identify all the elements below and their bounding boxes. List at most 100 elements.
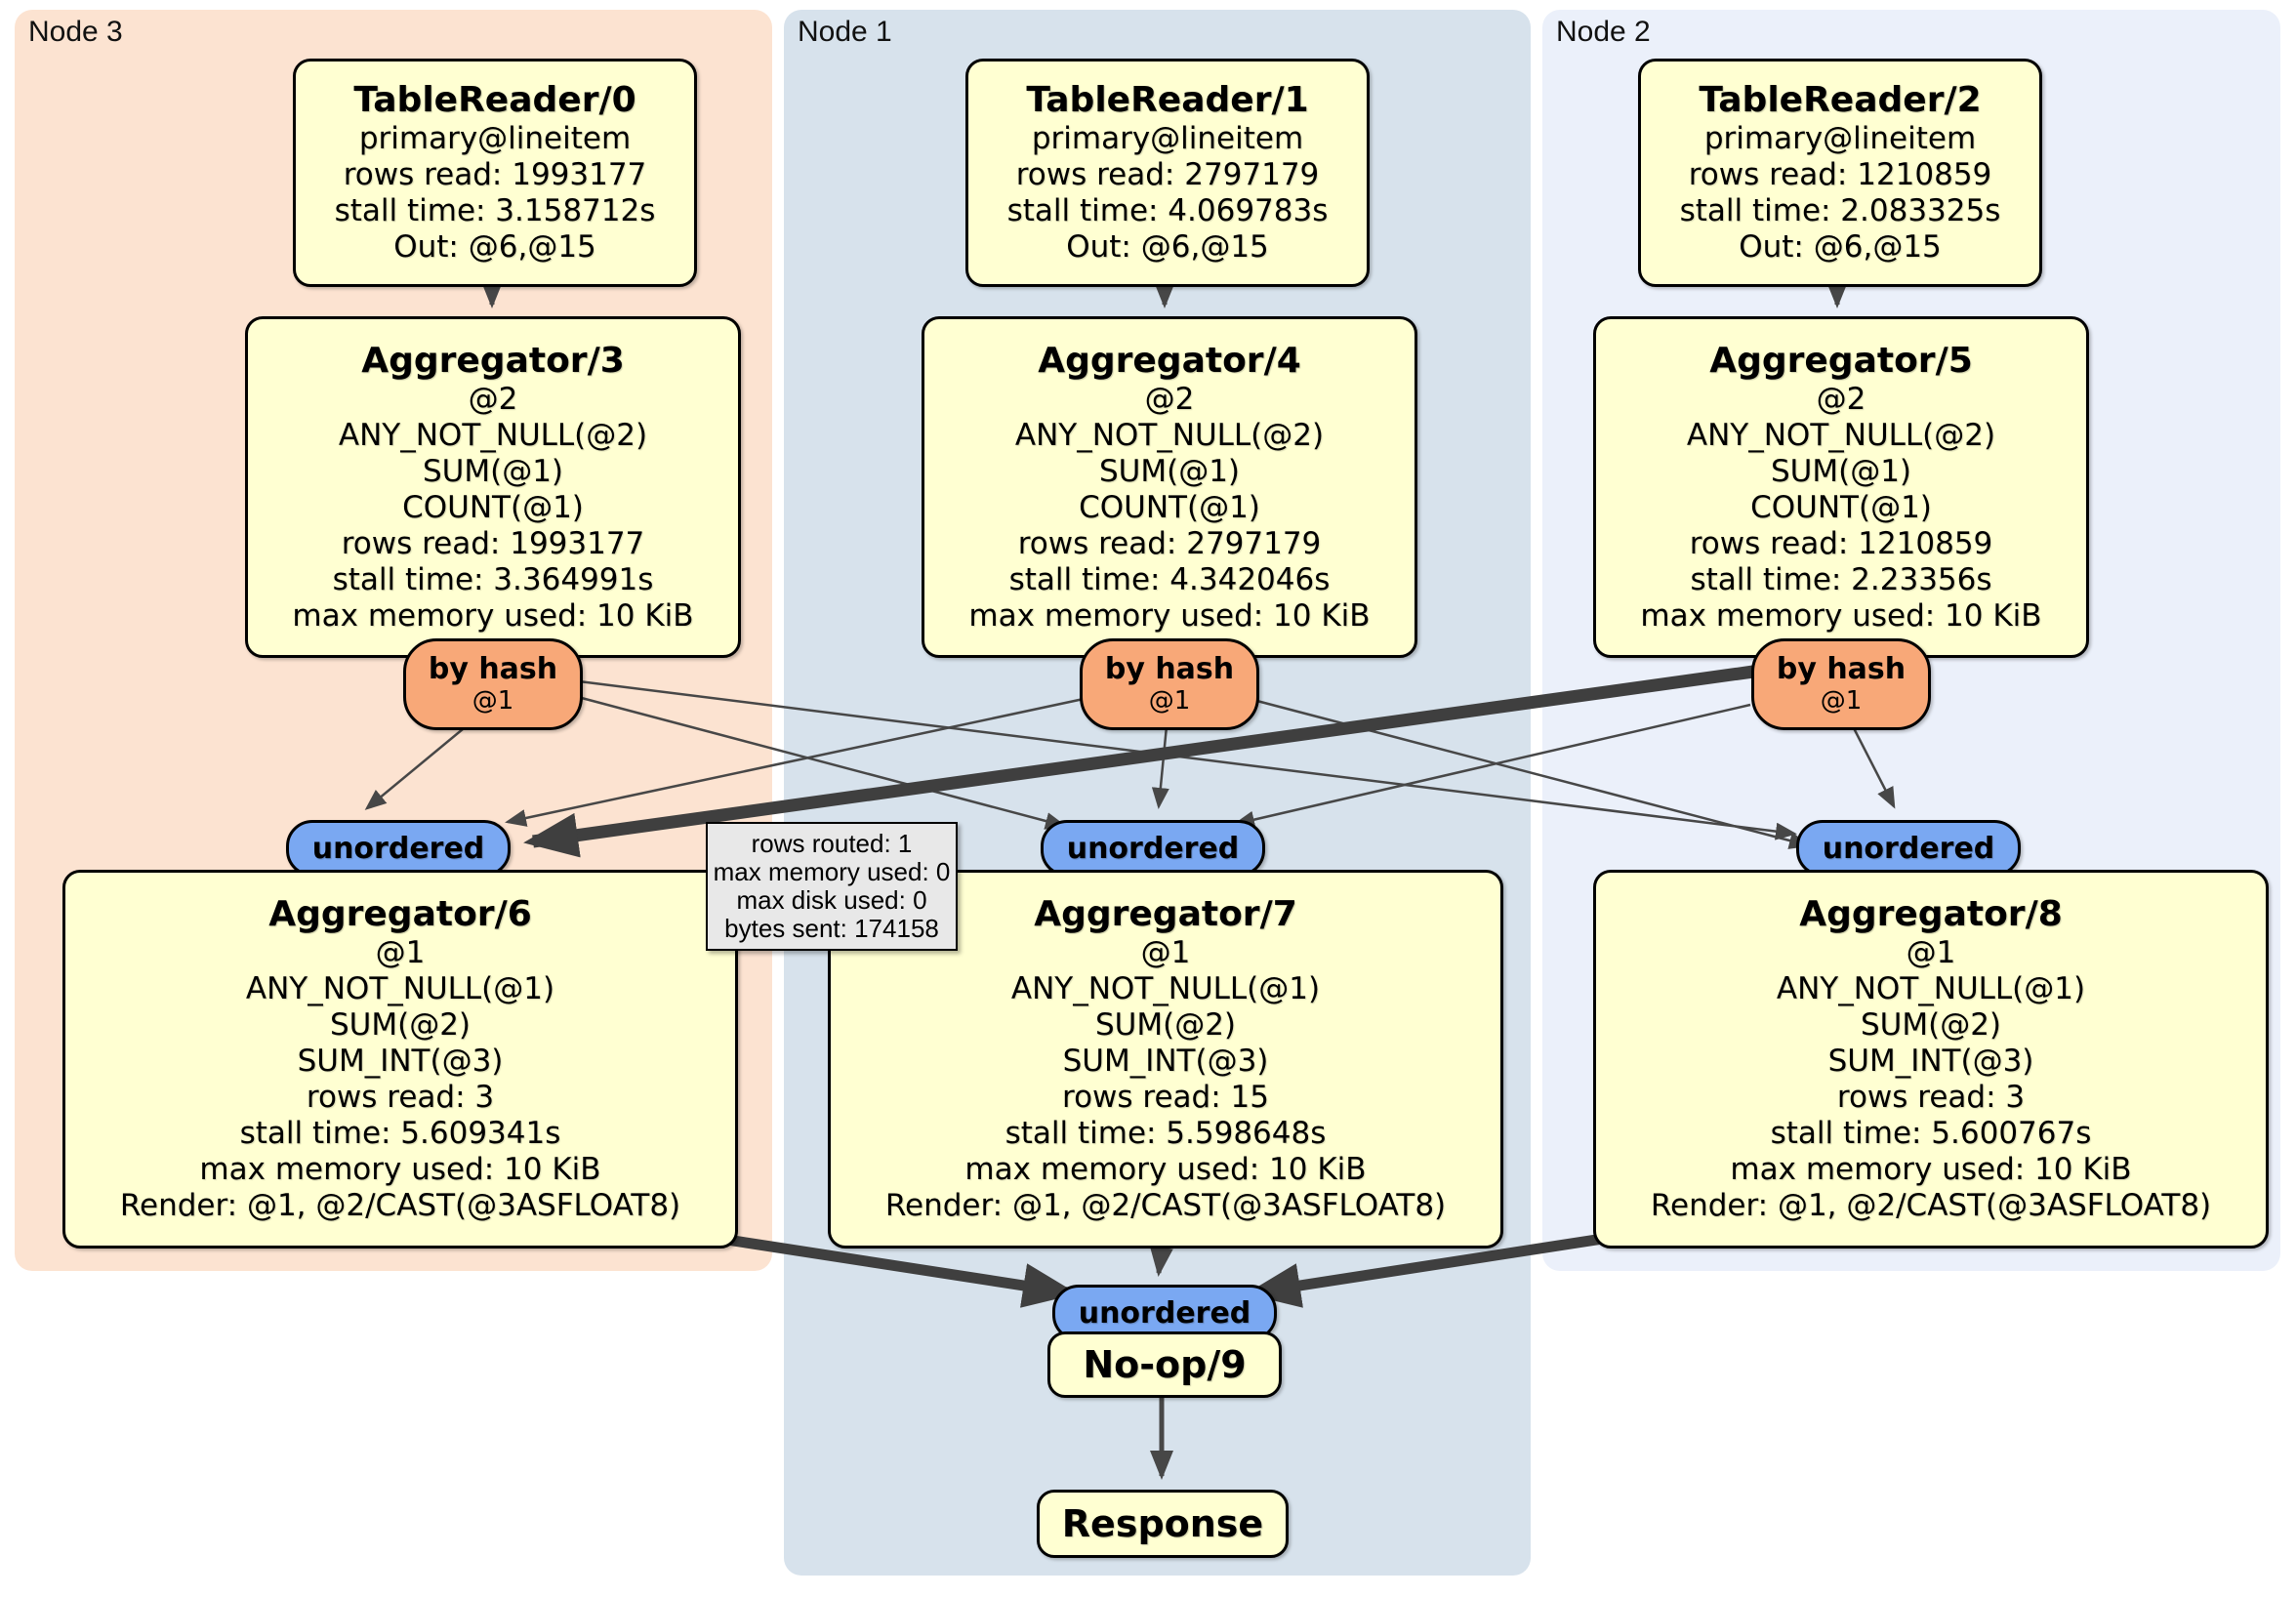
processor-tablereader-1[interactable]: TableReader/1 primary@lineitem rows read… <box>965 59 1370 287</box>
box-line: rows read: 1210859 <box>1689 525 1993 561</box>
box-line: ANY_NOT_NULL(@2) <box>1014 417 1325 453</box>
box-line: ANY_NOT_NULL(@1) <box>1010 971 1321 1006</box>
box-line: primary@lineitem <box>358 121 632 156</box>
router-by-hash-node1[interactable]: by hash @1 <box>1080 638 1259 730</box>
box-line: primary@lineitem <box>1031 121 1304 156</box>
box-line: stall time: 2.23356s <box>1690 561 1992 597</box>
box-title: Aggregator/3 <box>361 340 625 381</box>
box-line: Out: @6,@15 <box>1066 229 1269 265</box>
processor-tablereader-0[interactable]: TableReader/0 primary@lineitem rows read… <box>293 59 697 287</box>
router-label: by hash <box>1776 652 1906 686</box>
box-line: Render: @1, @2/CAST(@3ASFLOAT8) <box>884 1188 1447 1223</box>
tooltip-line: rows routed: 1 <box>751 829 913 858</box>
router-label: by hash <box>428 652 558 686</box>
router-by-hash-node3[interactable]: by hash @1 <box>403 638 583 730</box>
box-line: SUM(@1) <box>1098 453 1241 489</box>
tooltip-line: bytes sent: 174158 <box>724 914 939 943</box>
box-line: SUM(@1) <box>422 453 564 489</box>
processor-aggregator-8[interactable]: Aggregator/8 @1 ANY_NOT_NULL(@1) SUM(@2)… <box>1593 870 2269 1249</box>
router-label: by hash <box>1104 652 1235 686</box>
box-line: ANY_NOT_NULL(@1) <box>245 971 555 1006</box>
sync-unordered-node1[interactable]: unordered <box>1041 820 1265 877</box>
box-line: rows read: 1210859 <box>1688 157 1992 192</box>
box-line: ANY_NOT_NULL(@1) <box>1776 971 2086 1006</box>
processor-aggregator-6[interactable]: Aggregator/6 @1 ANY_NOT_NULL(@1) SUM(@2)… <box>62 870 738 1249</box>
box-title: Aggregator/4 <box>1038 340 1301 381</box>
box-line: stall time: 3.364991s <box>332 561 654 597</box>
box-line: @1 <box>1906 935 1956 970</box>
box-line: max memory used: 10 KiB <box>199 1152 601 1187</box>
router-by-hash-node2[interactable]: by hash @1 <box>1751 638 1931 730</box>
box-line: @2 <box>1144 381 1195 417</box>
box-line: stall time: 3.158712s <box>334 193 656 228</box>
box-title: Aggregator/7 <box>1034 894 1297 934</box>
box-line: SUM_INT(@3) <box>1062 1044 1269 1079</box>
box-line: rows read: 2797179 <box>1017 525 1322 561</box>
box-line: @1 <box>1140 935 1191 970</box>
processor-response[interactable]: Response <box>1037 1490 1289 1558</box>
box-line: SUM(@1) <box>1770 453 1912 489</box>
box-line: Out: @6,@15 <box>393 229 596 265</box>
box-line: @2 <box>1816 381 1866 417</box>
sync-unordered-node2[interactable]: unordered <box>1796 820 2021 877</box>
box-line: stall time: 4.342046s <box>1008 561 1331 597</box>
processor-aggregator-5[interactable]: Aggregator/5 @2 ANY_NOT_NULL(@2) SUM(@1)… <box>1593 316 2089 658</box>
box-line: Render: @1, @2/CAST(@3ASFLOAT8) <box>1650 1188 2212 1223</box>
box-title: No-op/9 <box>1083 1343 1247 1386</box>
box-line: stall time: 5.609341s <box>239 1116 561 1151</box>
box-line: stall time: 4.069783s <box>1006 193 1329 228</box>
box-title: Aggregator/8 <box>1799 894 2063 934</box>
box-title: TableReader/2 <box>1699 80 1982 120</box>
box-line: stall time: 5.600767s <box>1770 1116 2092 1151</box>
box-line: SUM_INT(@3) <box>1827 1044 2034 1079</box>
box-line: Out: @6,@15 <box>1739 229 1942 265</box>
box-line: rows read: 1993177 <box>343 157 647 192</box>
sync-label: unordered <box>1822 831 1995 866</box>
sync-unordered-node3[interactable]: unordered <box>286 820 511 877</box>
stream-stats-tooltip: rows routed: 1 max memory used: 0 max di… <box>706 822 958 951</box>
box-line: max memory used: 10 KiB <box>968 597 1371 634</box>
box-title: TableReader/0 <box>353 80 636 120</box>
tooltip-line: max disk used: 0 <box>736 885 927 915</box>
box-line: stall time: 5.598648s <box>1004 1116 1327 1151</box>
box-line: primary@lineitem <box>1703 121 1977 156</box>
box-line: stall time: 2.083325s <box>1679 193 2001 228</box>
box-line: COUNT(@1) <box>1079 489 1260 525</box>
box-line: SUM(@2) <box>1094 1007 1237 1043</box>
box-line: rows read: 3 <box>306 1080 495 1115</box>
box-line: ANY_NOT_NULL(@2) <box>338 417 648 453</box>
box-line: rows read: 15 <box>1062 1080 1269 1115</box>
box-line: max memory used: 10 KiB <box>292 597 694 634</box>
node3-label: Node 3 <box>28 16 123 48</box>
node2-label: Node 2 <box>1556 16 1651 48</box>
box-line: ANY_NOT_NULL(@2) <box>1686 417 1996 453</box>
sync-label: unordered <box>1066 831 1240 866</box>
box-line: SUM(@2) <box>1860 1007 2002 1043</box>
processor-aggregator-3[interactable]: Aggregator/3 @2 ANY_NOT_NULL(@2) SUM(@1)… <box>245 316 741 658</box>
box-line: COUNT(@1) <box>402 489 584 525</box>
box-line: @1 <box>375 935 426 970</box>
sync-label: unordered <box>1078 1295 1251 1331</box>
box-line: Render: @1, @2/CAST(@3ASFLOAT8) <box>119 1188 681 1223</box>
box-line: max memory used: 10 KiB <box>964 1152 1367 1187</box>
node1-label: Node 1 <box>798 16 892 48</box>
box-line: max memory used: 10 KiB <box>1730 1152 2132 1187</box>
box-line: rows read: 2797179 <box>1015 157 1320 192</box>
processor-noop-9[interactable]: No-op/9 <box>1047 1331 1282 1398</box>
box-title: Response <box>1061 1502 1264 1545</box>
box-line: max memory used: 10 KiB <box>1640 597 2042 634</box>
tooltip-line: max memory used: 0 <box>713 857 951 886</box>
box-line: SUM(@2) <box>329 1007 472 1043</box>
box-title: Aggregator/5 <box>1709 340 1973 381</box>
box-line: rows read: 3 <box>1836 1080 2026 1115</box>
router-sub: @1 <box>472 686 514 716</box>
router-sub: @1 <box>1148 686 1191 716</box>
processor-tablereader-2[interactable]: TableReader/2 primary@lineitem rows read… <box>1638 59 2042 287</box>
box-title: Aggregator/6 <box>268 894 532 934</box>
processor-aggregator-4[interactable]: Aggregator/4 @2 ANY_NOT_NULL(@2) SUM(@1)… <box>922 316 1417 658</box>
box-line: SUM_INT(@3) <box>297 1044 504 1079</box>
box-line: @2 <box>468 381 518 417</box>
box-title: TableReader/1 <box>1026 80 1309 120</box>
router-sub: @1 <box>1820 686 1863 716</box>
